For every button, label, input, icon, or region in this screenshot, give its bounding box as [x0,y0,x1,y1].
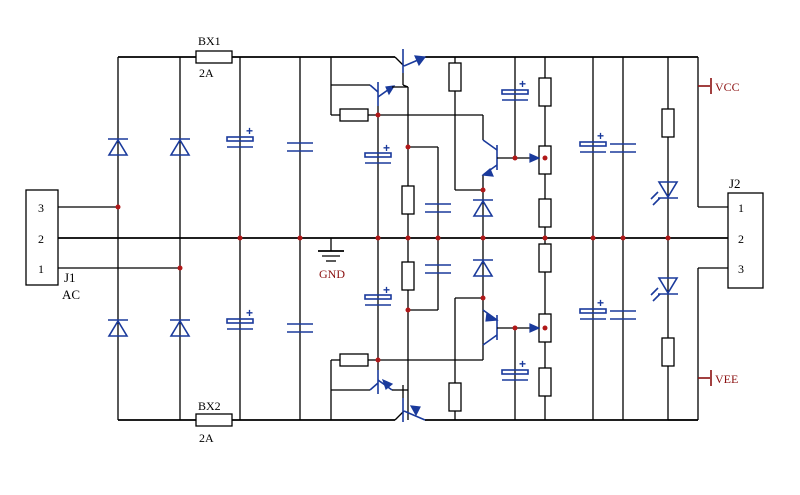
plus-mark: + [519,357,526,371]
vcc-label: VCC [715,80,740,94]
ground-label: GND [319,267,345,281]
connector-j1: 3 2 1 J1 AC [25,189,80,302]
junction-dot [375,357,381,363]
resistor-r-bottom-left-icon [448,382,462,412]
fuse-bx1: BX1 2A [195,34,233,80]
resistor-div-3-icon [538,243,552,273]
junction-dot [405,307,411,313]
plus-mark: + [246,124,253,138]
connector-j2: 1 2 3 J2 [727,176,764,289]
resistor-r-bottom-mid-icon [401,261,415,291]
j1-value: AC [62,287,80,302]
connector-j1-body [25,189,59,286]
fuse-bx2: BX2 2A [195,399,233,445]
resistor-div-4-icon [538,367,552,397]
vee-label: VEE [715,372,738,386]
junction-dot [665,235,671,241]
junction-dot [405,235,411,241]
resistor-r-top-mid-icon [401,185,415,215]
vcc-label-group: VCC [698,78,740,94]
j2-pin-2: 2 [738,232,744,246]
plus-mark: + [597,296,604,310]
driver-transistor-top [330,57,409,420]
j1-pin-3: 3 [38,201,44,215]
plus-mark: + [519,77,526,91]
led-light-rays-icon [650,191,661,302]
junction-dots [115,112,671,363]
junction-dot [542,155,548,161]
junction-dot [542,325,548,331]
pass-transistor-bottom [394,385,426,422]
connector-j2-body [727,192,764,289]
junction-dot [512,155,518,161]
resistor-bottom-bias-icon [339,353,369,367]
j2-ref: J2 [729,176,741,191]
j1-pin-2: 2 [38,232,44,246]
fuse-bx2-ref: BX2 [198,399,221,413]
junction-dot [375,235,381,241]
junction-dot [512,325,518,331]
plus-mark: + [246,306,253,320]
fuse-bx1-ref: BX1 [198,34,221,48]
resistor-led-top-icon [661,108,675,138]
resistor-r-top-left-icon [448,62,462,92]
bridge-rectifier [107,57,191,420]
junction-dot [480,235,486,241]
pass-transistor-top [394,49,427,85]
junction-dot [480,187,486,193]
polarity-marks: + + + + + + + + [246,77,604,371]
resistor-div-1-icon [538,77,552,107]
junction-dot [237,235,243,241]
junction-dot [375,112,381,118]
junction-dot [480,295,486,301]
junction-dot [542,235,548,241]
fuse-bx1-rating: 2A [199,66,214,80]
plus-mark: + [597,129,604,143]
resistor-top-bias-icon [339,108,369,122]
junction-dot [115,204,121,210]
j2-pin-1: 1 [738,201,744,215]
driver-transistor-bottom [330,360,408,420]
vee-label-group: VEE [698,370,738,386]
j1-pin-1: 1 [38,262,44,276]
junction-dot [297,235,303,241]
plus-mark: + [383,283,390,297]
junction-dot [405,144,411,150]
junction-dot [590,235,596,241]
junction-dot [177,265,183,271]
fuse-bx2-rating: 2A [199,431,214,445]
resistor-led-bottom-icon [661,337,675,367]
plus-mark: + [383,141,390,155]
resistor-div-2-icon [538,198,552,228]
j2-pin-3: 3 [738,262,744,276]
junction-dot [435,235,441,241]
j1-ref: J1 [64,270,76,285]
ground-symbol: GND [318,238,345,281]
junction-dot [620,235,626,241]
